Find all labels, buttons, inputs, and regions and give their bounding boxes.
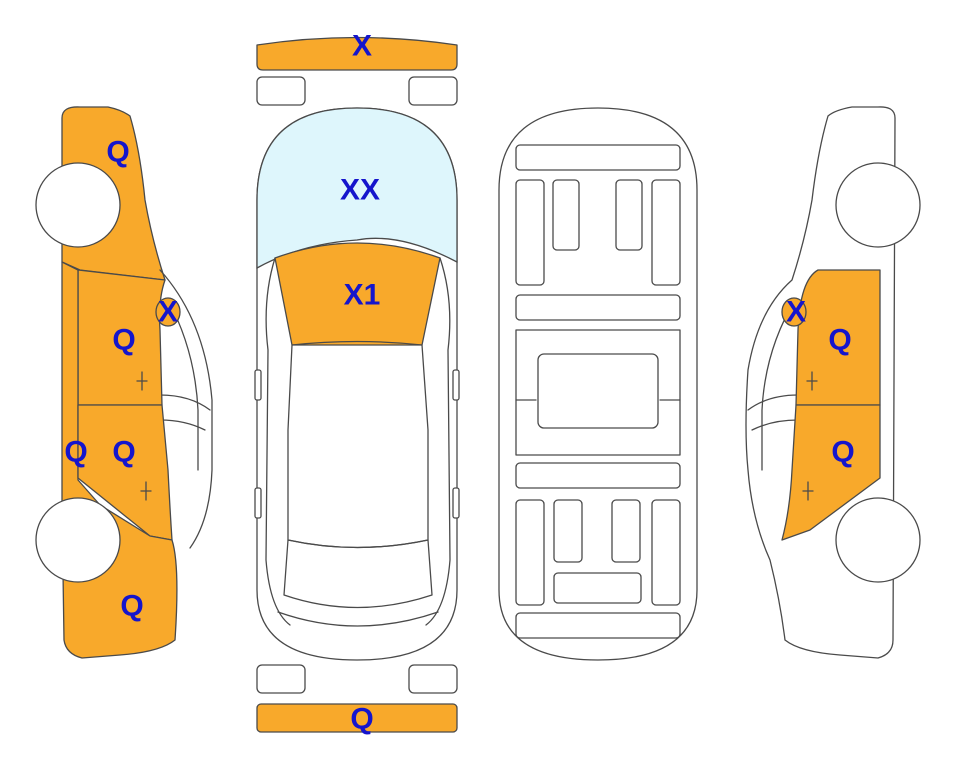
top-view-left-mirror [254,369,262,401]
left-rear-quarter-label: Q [120,590,143,623]
left-front-door-label: Q [112,324,135,357]
cabin-left-line [265,257,291,626]
underbody-front-left-rail [515,179,545,286]
front-left-headlight [256,76,306,106]
left-mirror-label: X [158,296,178,329]
underbody-front-right-rail [651,179,681,286]
car-right-side-view [745,106,921,659]
left-rear-wheel [35,497,121,583]
left-window-lower-line [159,394,211,431]
left-rear-door-handle [140,481,152,501]
rear-window-outline [283,539,433,609]
car-left-side-view [35,106,213,659]
rear-bumper-panel[interactable] [256,703,458,733]
right-rear-door-handle [802,481,814,501]
damage-labels: X XX X1 Q Q X Q Q Q Q X Q Q [64,30,854,736]
top-view-right-handle [452,487,460,519]
right-front-door-panel[interactable] [795,269,881,406]
underbody-rear-right-rail [651,499,681,606]
rear-left-taillight [256,664,306,694]
left-front-fender-label: Q [106,136,129,169]
right-window-lower-line [747,394,799,431]
underbody-rear-right-box [611,499,641,563]
right-front-door-handle [806,371,818,391]
right-front-door-label: Q [828,324,851,357]
rear-right-taillight [408,664,458,694]
cabin-right-line [425,257,451,626]
top-view-left-handle [254,487,262,519]
hood-label: X1 [344,279,381,312]
right-rear-wheel [835,497,921,583]
left-rocker-panel[interactable] [61,261,101,506]
left-front-door-handle [136,371,148,391]
underbody-tank [553,572,642,604]
underbody-floor-outline [515,329,681,456]
underbody-rear-crossmember [515,462,681,489]
underbody-front-right-box [615,179,643,251]
underbody-rear-left-box [553,499,583,563]
underbody-rear-left-rail [515,499,545,606]
right-front-wheel [835,162,921,248]
front-bumper-label: X [352,30,372,63]
car-top-view [254,36,460,733]
right-mirror-panel[interactable] [781,297,807,327]
right-rear-door-label: Q [831,436,854,469]
underbody-mid-crossmember [515,294,681,321]
windshield-label: XX [340,174,380,207]
left-rocker-label: Q [64,436,87,469]
rear-bumper-label: Q [350,703,373,736]
left-rear-door-label: Q [112,436,135,469]
top-view-right-mirror [452,369,460,401]
windshield-panel[interactable] [256,107,458,270]
underbody-front-left-box [552,179,580,251]
underbody-front-crossmember [515,144,681,171]
front-bumper-panel[interactable] [256,36,458,71]
left-front-wheel [35,162,121,248]
underbody-center-pan [537,353,659,429]
right-rear-door-panel[interactable] [781,404,881,541]
left-mirror-panel[interactable] [155,297,181,327]
car-underbody-view [498,107,698,661]
right-mirror-label: X [786,296,806,329]
front-right-headlight [408,76,458,106]
trunk-line [277,611,439,627]
left-a-pillar-line [159,269,213,549]
underbody-rear-beam [515,612,681,639]
